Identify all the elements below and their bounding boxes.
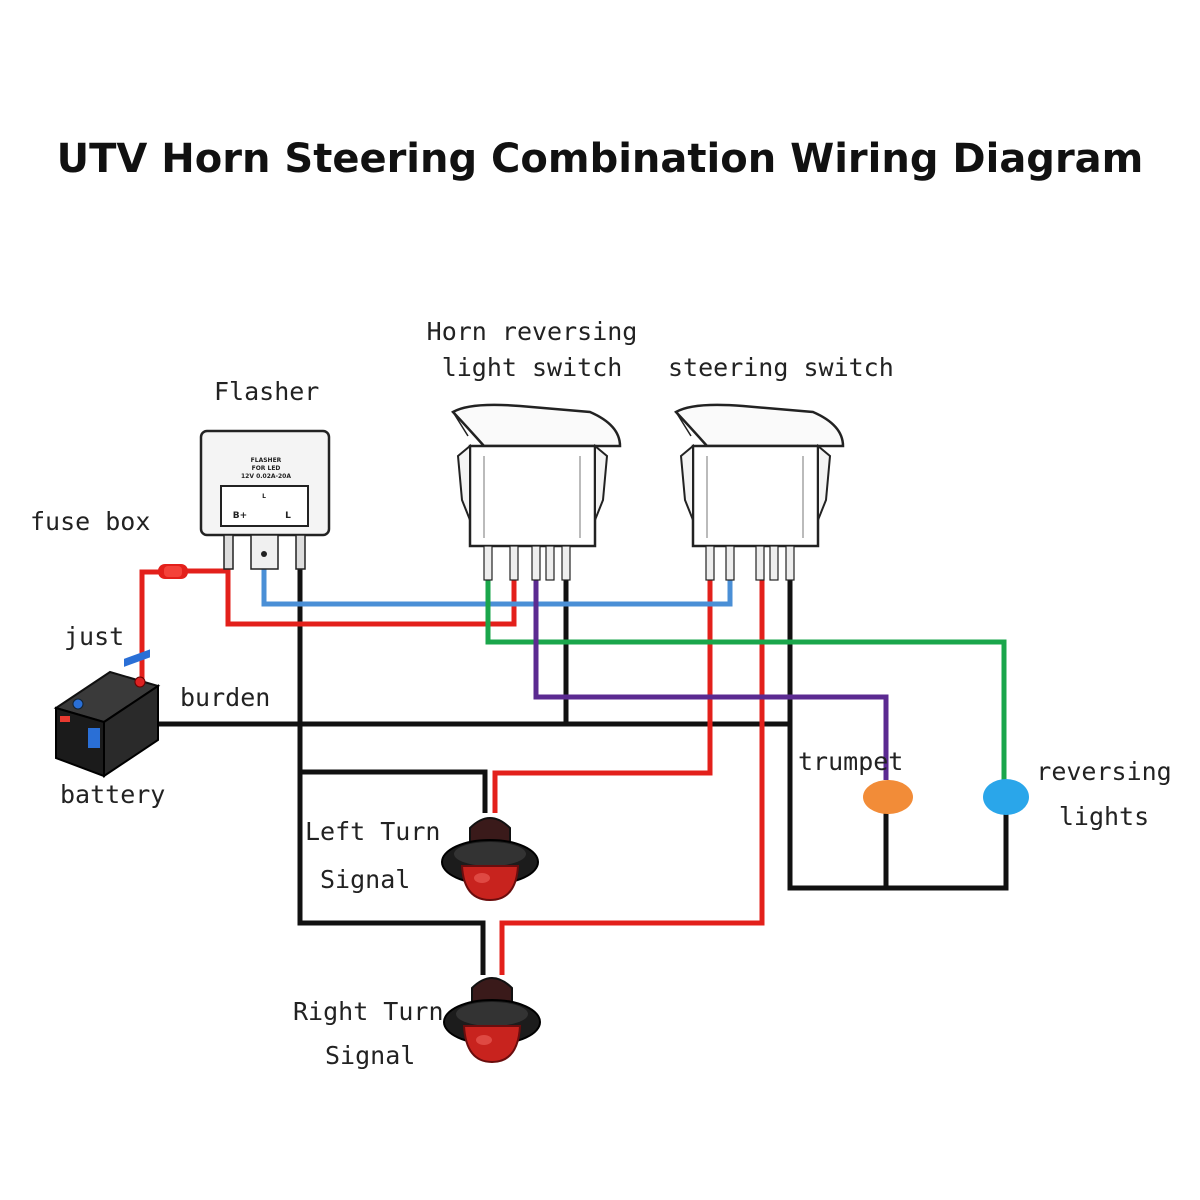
right-turn-label-line1: Right Turn [293, 997, 444, 1026]
flasher-face-line2: FOR LED [252, 465, 281, 472]
rocker-switch-icon [674, 403, 845, 581]
reversing-label-line1: reversing [1036, 757, 1171, 786]
flasher-relay-icon: FLASHER FOR LED 12V 0.02A-20A L B+ L [199, 429, 331, 570]
battery-icon [53, 649, 161, 778]
turn-signal-lamp-icon [443, 977, 541, 1064]
reversing-label-line2: lights [1059, 802, 1149, 831]
flasher-face-line3: 12V 0.02A-20A [241, 473, 291, 480]
fuse-box-label: fuse box [30, 507, 150, 536]
horn-switch-label-line1: Horn reversing [427, 317, 638, 346]
left-turn-label-line1: Left Turn [305, 817, 440, 846]
reversing-lamp-icon [983, 779, 1029, 815]
horn-switch-label-line2: light switch [442, 353, 623, 382]
flasher-label: Flasher [214, 377, 319, 406]
trumpet-lamp-icon [863, 780, 913, 814]
flasher-face-line1: FLASHER [251, 457, 282, 464]
turn-signal-lamp-icon [441, 817, 539, 902]
flasher-term-b: B+ [233, 511, 247, 521]
just-label: just [64, 622, 124, 651]
red-wire-battery-fuse [139, 569, 162, 680]
rocker-switch-icon [451, 403, 622, 581]
blue-wire-flasher-steering [261, 548, 733, 607]
flasher-term-l: L [285, 511, 291, 521]
red-wire-left-signal [492, 548, 713, 813]
steering-switch-label: steering switch [668, 353, 894, 382]
black-wire-left-signal [300, 769, 488, 813]
red-wire-right-signal [499, 548, 765, 975]
page-title: UTV Horn Steering Combination Wiring Dia… [57, 136, 1144, 182]
right-turn-label-line2: Signal [325, 1041, 415, 1070]
fuse-icon [158, 564, 188, 579]
black-wire-steering-switch-ground [787, 548, 1009, 891]
burden-label: burden [180, 683, 270, 712]
battery-label: battery [60, 780, 165, 809]
wires [139, 548, 1009, 975]
black-wire-flasher-l [297, 568, 486, 975]
green-wire-reversing-lights [485, 548, 1007, 780]
purple-wire-trumpet [533, 548, 889, 780]
flasher-face-line4: L [262, 493, 266, 500]
red-wire-fuse-flasher [186, 548, 517, 627]
trumpet-label: trumpet [798, 747, 903, 776]
left-turn-label-line2: Signal [320, 865, 410, 894]
